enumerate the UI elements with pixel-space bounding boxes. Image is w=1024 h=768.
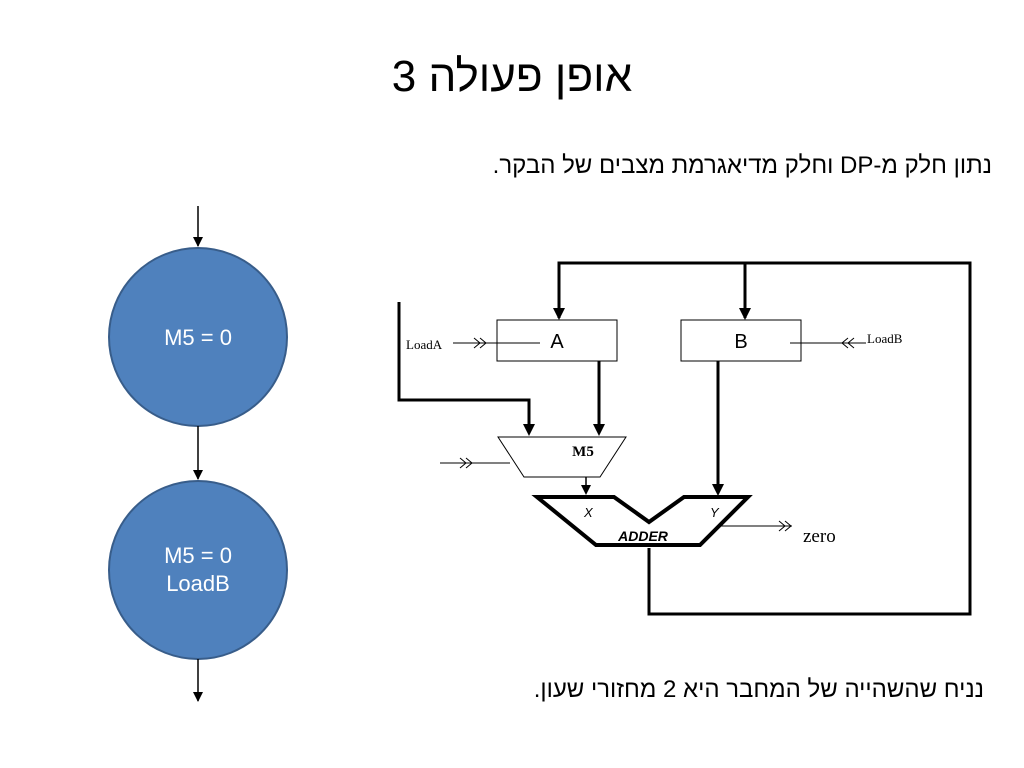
page-title: אופן פעולה 3 [391, 52, 633, 101]
register-b-label: B [734, 331, 747, 353]
adder-label: ADDER [617, 528, 669, 544]
subtitle: נתון חלק מ-DP וחלק מדיאגרמת מצבים של הבק… [492, 152, 992, 179]
adder[interactable] [531, 495, 753, 547]
datapath: A B LoadA LoadB M5 X Y ADDER [397, 261, 972, 616]
state-1-label: M5 = 0 [164, 325, 232, 350]
register-a[interactable] [496, 319, 618, 362]
register-a-label: A [550, 331, 564, 353]
register-b[interactable] [680, 319, 802, 362]
adder-input-x-label: X [583, 505, 594, 520]
load-b-label: LoadB [867, 331, 903, 346]
mux-select-arrowhead [459, 457, 473, 469]
load-a-arrowhead [473, 337, 487, 349]
feedback-wire [557, 261, 972, 616]
mux-m5[interactable] [497, 436, 627, 478]
adder-input-y-label: Y [710, 505, 720, 520]
state-circle-2[interactable] [108, 480, 288, 660]
external-input-wire [397, 302, 531, 426]
load-b-arrowhead [841, 337, 855, 349]
load-a-label: LoadA [406, 337, 443, 352]
state-diagram: M5 = 0 M5 = 0 LoadB [108, 206, 288, 702]
zero-arrowhead [778, 520, 792, 532]
zero-label: zero [803, 526, 836, 547]
bottom-note: נניח שהשהייה של המחבר היא 2 מחזורי שעון. [533, 676, 984, 703]
state-2-label-line2: LoadB [166, 571, 230, 596]
state-2-label-line1: M5 = 0 [164, 543, 232, 568]
mux-m5-label: M5 [572, 444, 594, 460]
